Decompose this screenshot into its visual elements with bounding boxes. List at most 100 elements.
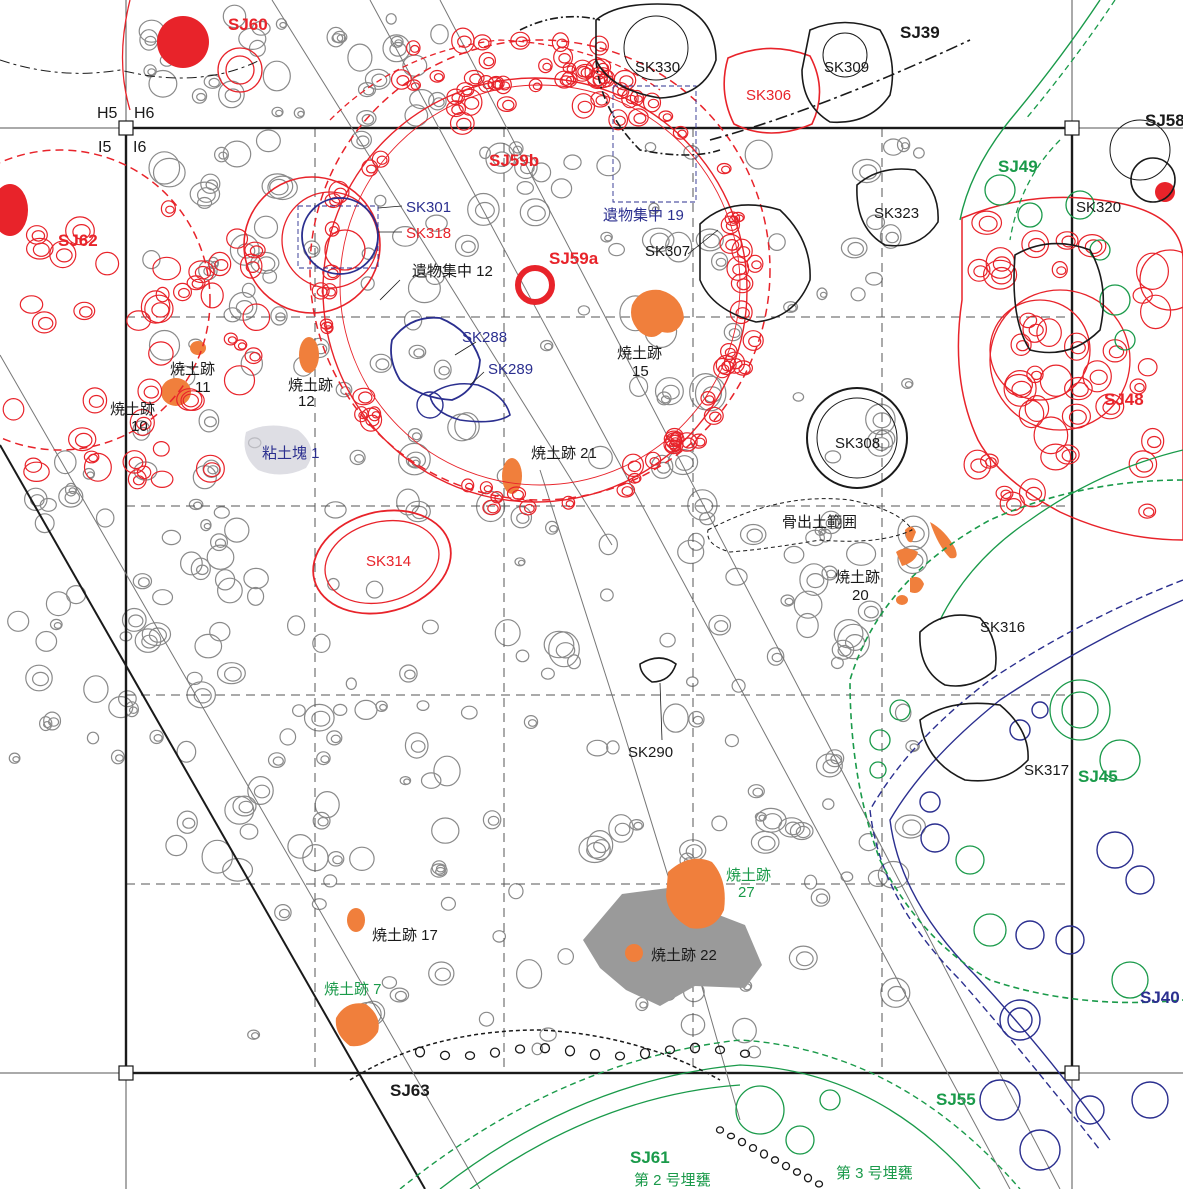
red-pit-inner	[735, 307, 750, 320]
grey-pit	[896, 137, 911, 153]
red-pit-inner	[469, 73, 483, 85]
red-pit-inner	[396, 74, 410, 86]
red-pit-inner	[365, 164, 377, 174]
red-pit-inner	[482, 80, 493, 90]
grey-pit-inner	[762, 813, 783, 830]
grey-pit	[216, 662, 246, 685]
grey-pit-inner	[196, 187, 216, 203]
label-yakido12-b: 12	[298, 393, 315, 410]
red-pit-inner	[1146, 435, 1162, 449]
label-sk318: SK318	[406, 225, 451, 242]
red-pit	[700, 390, 716, 406]
red-pit-inner	[532, 82, 542, 91]
burnt-soil-patches	[161, 289, 957, 1047]
grey-pit	[262, 60, 291, 92]
red-pit	[19, 295, 44, 314]
grey-pit-inner	[487, 815, 500, 826]
black-ring	[714, 1045, 726, 1055]
grey-pit-inner	[649, 232, 670, 250]
red-pit	[621, 453, 644, 477]
grey-pit-inner	[492, 151, 511, 167]
red-pit-inner	[324, 325, 333, 333]
grey-pit	[780, 594, 795, 607]
grey-pit	[407, 456, 421, 468]
black-ring	[439, 1050, 451, 1061]
red-pit-inner	[978, 215, 998, 232]
grey-pit-inner	[278, 908, 290, 919]
grey-pit-inner	[844, 633, 866, 651]
grey-pit-inner	[728, 328, 741, 339]
grey-pit	[333, 703, 348, 717]
red-pit	[506, 486, 527, 502]
red-pit	[971, 210, 1003, 235]
grey-pit	[224, 795, 255, 825]
red-pit-inner	[499, 81, 511, 91]
grey-pit	[292, 704, 306, 717]
red-pit	[562, 62, 577, 74]
grey-pit-inner	[68, 487, 77, 495]
grey-pit	[23, 487, 48, 511]
red-pit	[144, 294, 174, 324]
grey-pit	[240, 351, 263, 376]
grey-pit-inner	[223, 666, 242, 682]
red-pit	[1132, 287, 1153, 304]
grey-pit	[654, 377, 684, 406]
grey-pit-inner	[196, 92, 206, 102]
red-pit	[963, 449, 992, 480]
grey-pit-inner	[410, 740, 426, 753]
red-pit-inner	[461, 85, 473, 96]
red-pit-inner	[376, 155, 388, 165]
red-pit-inner	[580, 67, 594, 79]
grey-pit	[739, 523, 767, 546]
red-pit	[1063, 376, 1093, 401]
red-pit	[616, 482, 636, 498]
red-pit	[663, 430, 685, 448]
black-ring	[489, 1047, 501, 1058]
label-maigama3: 第 3 号埋甕	[836, 1164, 913, 1182]
red-pit	[25, 237, 54, 260]
grey-pit	[747, 784, 765, 799]
grey-pit-inner	[614, 822, 631, 837]
grey-pit-inner	[114, 754, 124, 762]
grey-pit	[803, 874, 818, 890]
label-sj39: SJ39	[900, 23, 940, 42]
black-ring	[414, 1046, 426, 1058]
red-pit	[150, 470, 174, 488]
grey-pit	[788, 945, 818, 971]
grey-pit	[143, 64, 157, 78]
red-pit	[1063, 332, 1090, 361]
label-sk307: SK307	[645, 243, 690, 260]
red-pit-inner	[991, 266, 1013, 285]
label-yakido7: 焼土跡 7	[324, 981, 382, 998]
label-sk317: SK317	[1024, 762, 1069, 779]
grey-pit-inner	[141, 634, 158, 649]
red-pit-inner	[245, 261, 260, 274]
grey-pit-inner	[795, 825, 811, 839]
grey-pit	[323, 874, 338, 888]
grey-pit	[188, 498, 204, 511]
grey-pit	[586, 829, 614, 861]
label-sk290: SK290	[628, 744, 673, 761]
red-pit	[1004, 373, 1034, 396]
red-pit	[746, 254, 764, 273]
grey-pit	[117, 690, 137, 708]
red-pit	[1139, 294, 1172, 330]
grey-pit-inner	[193, 688, 212, 704]
grey-pit	[198, 409, 220, 433]
grey-pit	[766, 647, 785, 666]
grey-pit-inner	[433, 97, 445, 108]
label-yakido27-b: 27	[738, 884, 755, 901]
grey-pit	[628, 376, 649, 398]
black-ring	[689, 1042, 701, 1054]
grey-pit-inner	[837, 644, 852, 657]
grey-pit-inner	[474, 201, 495, 219]
red-pit	[1137, 358, 1158, 377]
grey-pit-inner	[251, 1032, 260, 1040]
red-pit	[664, 439, 682, 453]
red-pit	[67, 427, 97, 452]
red-pit	[463, 69, 485, 87]
red-pit-inner	[721, 360, 735, 372]
label-sj45: SJ45	[1078, 767, 1118, 786]
red-pit	[1040, 443, 1072, 471]
